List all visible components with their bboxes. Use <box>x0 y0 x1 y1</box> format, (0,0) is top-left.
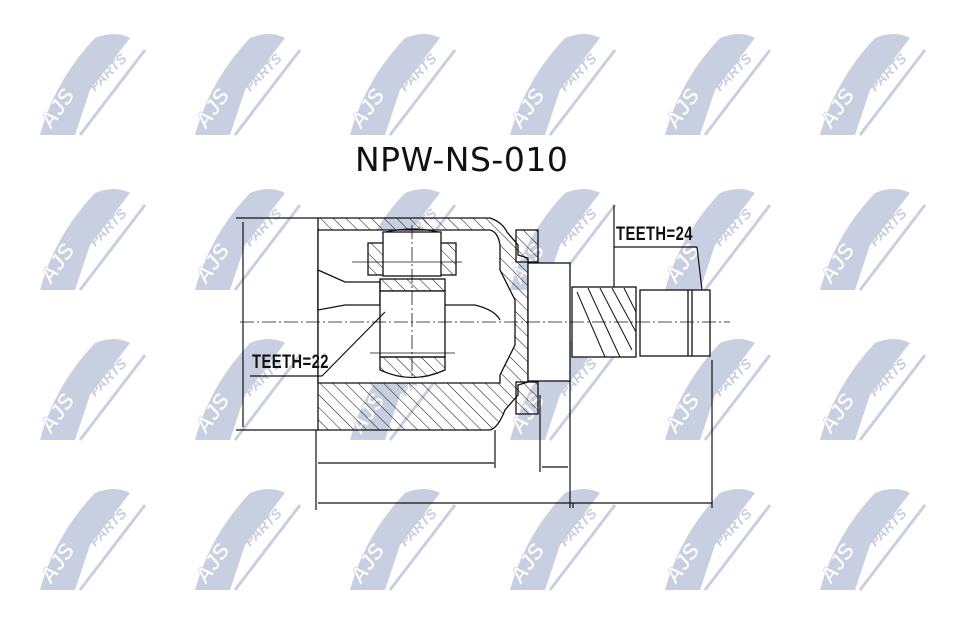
part-number-title: NPW-NS-010 <box>355 140 569 179</box>
inner-teeth-label: TEETH=22 <box>252 352 329 373</box>
outer-teeth-label: TEETH=24 <box>616 224 693 245</box>
